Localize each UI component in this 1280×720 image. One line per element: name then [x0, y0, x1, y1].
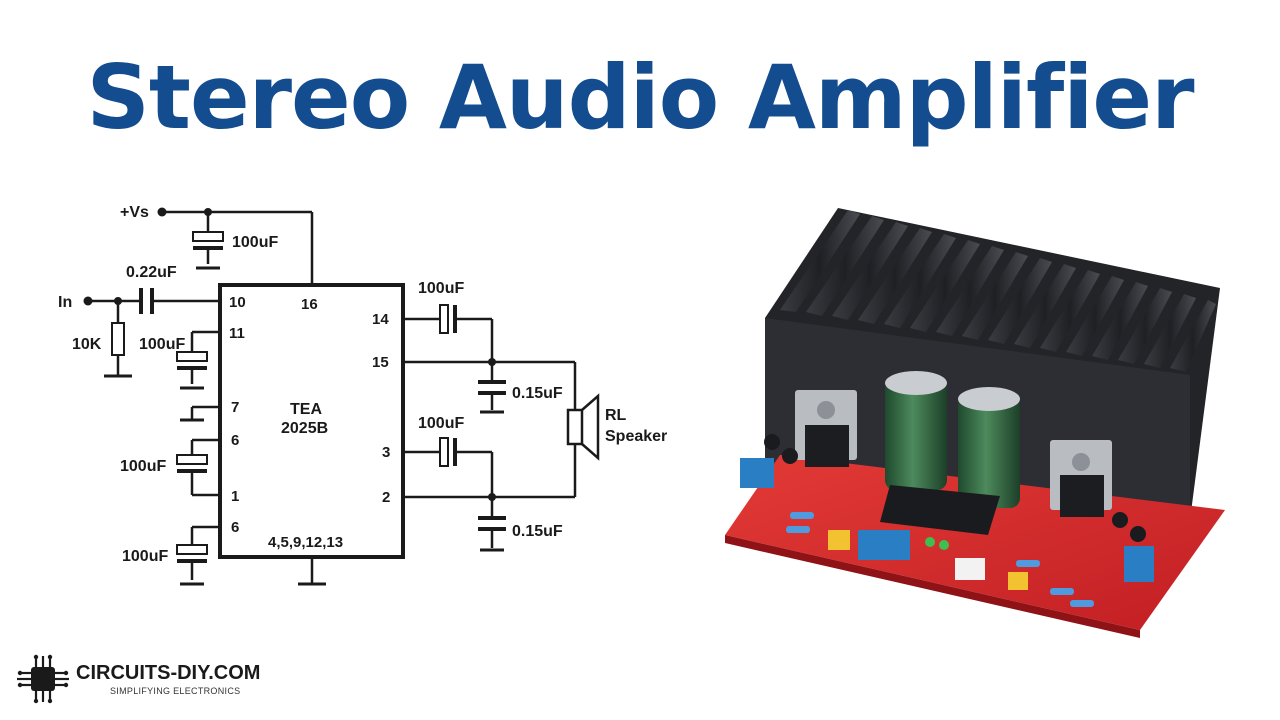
- resistor-label: 10K: [72, 336, 102, 353]
- speaker-label-1: RL: [605, 407, 627, 424]
- pin-2: 2: [382, 489, 390, 506]
- pin-3: 3: [382, 444, 390, 461]
- schematic-diagram: +Vs 100uF 0.22uF In 10K 100uF 100uF 100u…: [58, 204, 667, 586]
- ground-pins-label: 4,5,9,12,13: [268, 534, 343, 551]
- logo-tagline: SIMPLIFYING ELECTRONICS: [110, 686, 241, 696]
- input-label: In: [58, 294, 72, 311]
- pin6-cap-label: 100uF: [122, 548, 168, 565]
- pin-1: 1: [231, 488, 239, 505]
- supply-label: +Vs: [120, 204, 149, 221]
- chip-icon: [17, 654, 69, 704]
- pin-16: 16: [301, 296, 318, 313]
- pin11-cap-label: 100uF: [139, 336, 185, 353]
- circuits-diy-logo: CIRCUITS-DIY.COM SIMPLIFYING ELECTRONICS: [14, 654, 274, 704]
- pin6-1-cap-label: 100uF: [120, 458, 166, 475]
- pin-6b: 6: [231, 519, 239, 536]
- zobel-bottom-label: 0.15uF: [512, 523, 563, 540]
- speaker-icon: [566, 408, 584, 446]
- out-cap-bottom-label: 100uF: [418, 415, 464, 432]
- ic-name-1: TEA: [290, 401, 322, 418]
- pin-10: 10: [229, 294, 246, 311]
- input-cap-label: 0.22uF: [126, 264, 177, 281]
- pin-11: 11: [229, 325, 245, 342]
- supply-cap-label: 100uF: [232, 234, 278, 251]
- pin-6a: 6: [231, 432, 239, 449]
- ic-name-2: 2025B: [281, 420, 328, 437]
- zobel-top-label: 0.15uF: [512, 385, 563, 402]
- logo-brand: CIRCUITS-DIY.COM: [76, 662, 261, 684]
- amplifier-board-image: [725, 208, 1225, 638]
- speaker-label-2: Speaker: [605, 428, 667, 445]
- out-cap-top-label: 100uF: [418, 280, 464, 297]
- page-title: Stereo Audio Amplifier: [86, 46, 1195, 149]
- pin-14: 14: [372, 311, 389, 328]
- pin-15: 15: [372, 354, 389, 371]
- pin-7: 7: [231, 399, 239, 416]
